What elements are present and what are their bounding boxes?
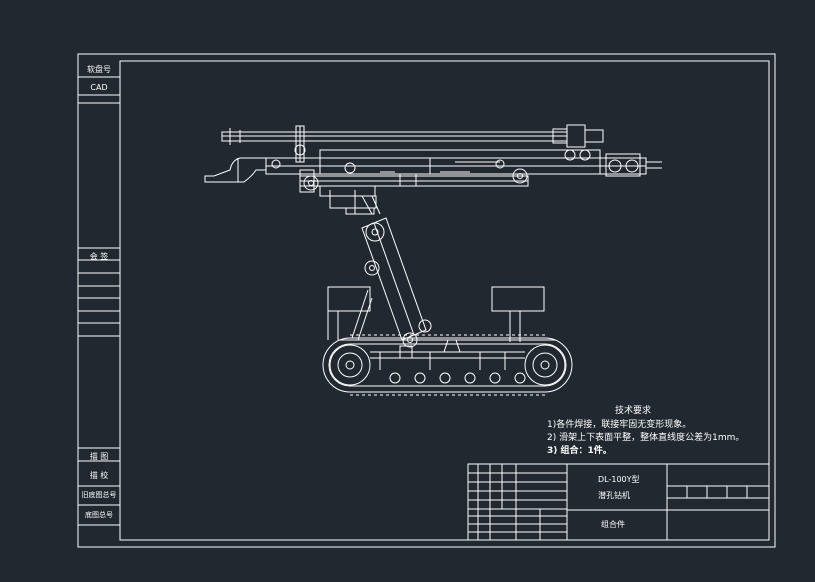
title-block-part-name: 组合件 — [601, 520, 625, 529]
title-block-model: DL-100Y型 — [598, 475, 640, 484]
track-teeth — [350, 334, 545, 396]
title-block-product-name: 潜孔钻机 — [598, 491, 630, 500]
crawler-undercarriage — [322, 286, 573, 393]
feed-beam-assembly — [204, 124, 662, 215]
side-label-cad: CAD — [90, 83, 108, 92]
side-label-base-no: 底图总号 — [85, 511, 113, 519]
tech-req-item-2: 2) 滑架上下表面平整，整体直线度公差为1mm。 — [547, 433, 745, 443]
tech-req-item-1: 1)各件焊接，联接牢固无变形现象。 — [547, 420, 692, 430]
tech-req-heading: 技术要求 — [615, 406, 652, 416]
inclined-arm — [351, 195, 432, 348]
side-label-trace-check: 描 校 — [89, 471, 109, 480]
outer-border — [77, 53, 776, 548]
side-column-grid — [78, 76, 120, 526]
tech-req-item-3: 3) 组合：1件。 — [547, 446, 612, 456]
title-block-frame — [467, 463, 770, 541]
inner-border — [119, 60, 770, 541]
side-label-countersign: 会 签 — [89, 252, 109, 261]
side-label-disk-no: 软盘号 — [87, 65, 111, 74]
side-label-old-base-no: 旧底图总号 — [81, 491, 117, 499]
side-label-tracing: 描 图 — [89, 452, 109, 461]
